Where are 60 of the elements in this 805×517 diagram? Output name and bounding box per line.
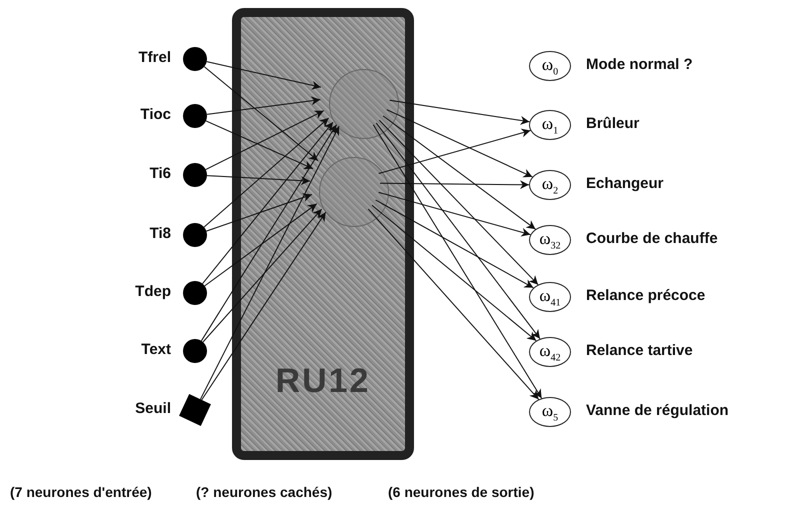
- input-node-dot: [183, 104, 207, 128]
- arrow: [372, 204, 537, 342]
- node-label: Ti6: [150, 165, 171, 182]
- arrow: [378, 192, 531, 237]
- arrow: [206, 175, 310, 186]
- hidden-neuron-circle: [319, 157, 389, 227]
- arrow: [204, 66, 318, 162]
- arrow: [206, 193, 312, 232]
- hidden-neuron-circle: [329, 69, 399, 139]
- input-node-dot: [183, 281, 207, 305]
- node-label: Echangeur: [586, 175, 664, 192]
- arrow: [378, 128, 531, 174]
- node-label: Seuil: [135, 400, 171, 417]
- arrow: [375, 200, 534, 288]
- output-neuron-circle: ω$_{1}$: [529, 110, 571, 140]
- arrow: [368, 208, 540, 400]
- node-label: Tdep: [135, 283, 171, 300]
- layer-caption: (? neurones cachés): [196, 484, 332, 500]
- node-label: Tfrel: [138, 49, 171, 66]
- input-node-dot: [183, 47, 207, 71]
- output-neuron-circle: ω$_{2}$: [529, 170, 571, 200]
- layer-caption: (6 neurones de sortie): [388, 484, 534, 500]
- arrow: [386, 109, 533, 178]
- arrow: [200, 124, 337, 342]
- output-neuron-circle: ω$_{41}$: [529, 282, 571, 312]
- output-neuron-circle: ω$_{32}$: [529, 225, 571, 255]
- network-box: [232, 8, 414, 460]
- output-neuron-circle: ω$_{0}$: [529, 51, 571, 81]
- arrow: [201, 212, 326, 400]
- arrow: [200, 126, 340, 400]
- node-label: Relance précoce: [586, 287, 706, 304]
- arrow: [206, 96, 321, 115]
- arrow: [376, 122, 540, 340]
- network-title: RU12: [274, 362, 372, 401]
- node-label: Mode normal ?: [586, 56, 693, 73]
- output-neuron-circle: ω$_{42}$: [529, 337, 571, 367]
- arrow: [202, 122, 334, 284]
- arrow: [204, 203, 318, 286]
- arrow: [205, 110, 324, 170]
- node-label: Tioc: [140, 106, 171, 123]
- arrow: [382, 115, 536, 230]
- arrow: [378, 120, 539, 286]
- layer-caption: (7 neurones d'entrée): [10, 484, 152, 500]
- arrow: [206, 120, 314, 170]
- node-label: Relance tartive: [586, 342, 693, 359]
- node-label: Courbe de chauffe: [586, 230, 718, 247]
- node-label: Text: [141, 341, 171, 358]
- arrow: [389, 100, 530, 125]
- arrow: [380, 180, 530, 190]
- arrow: [372, 124, 542, 399]
- node-label: Vanne de régulation: [586, 402, 729, 419]
- input-node-dot: [183, 163, 207, 187]
- arrow: [202, 208, 322, 342]
- node-label: Ti8: [150, 225, 171, 242]
- arrow: [204, 118, 330, 228]
- input-node-dot: [183, 339, 207, 363]
- arrow: [206, 61, 322, 90]
- output-neuron-circle: ω$_{5}$: [529, 397, 571, 427]
- input-node-dot: [183, 223, 207, 247]
- node-label: Brûleur: [586, 115, 640, 132]
